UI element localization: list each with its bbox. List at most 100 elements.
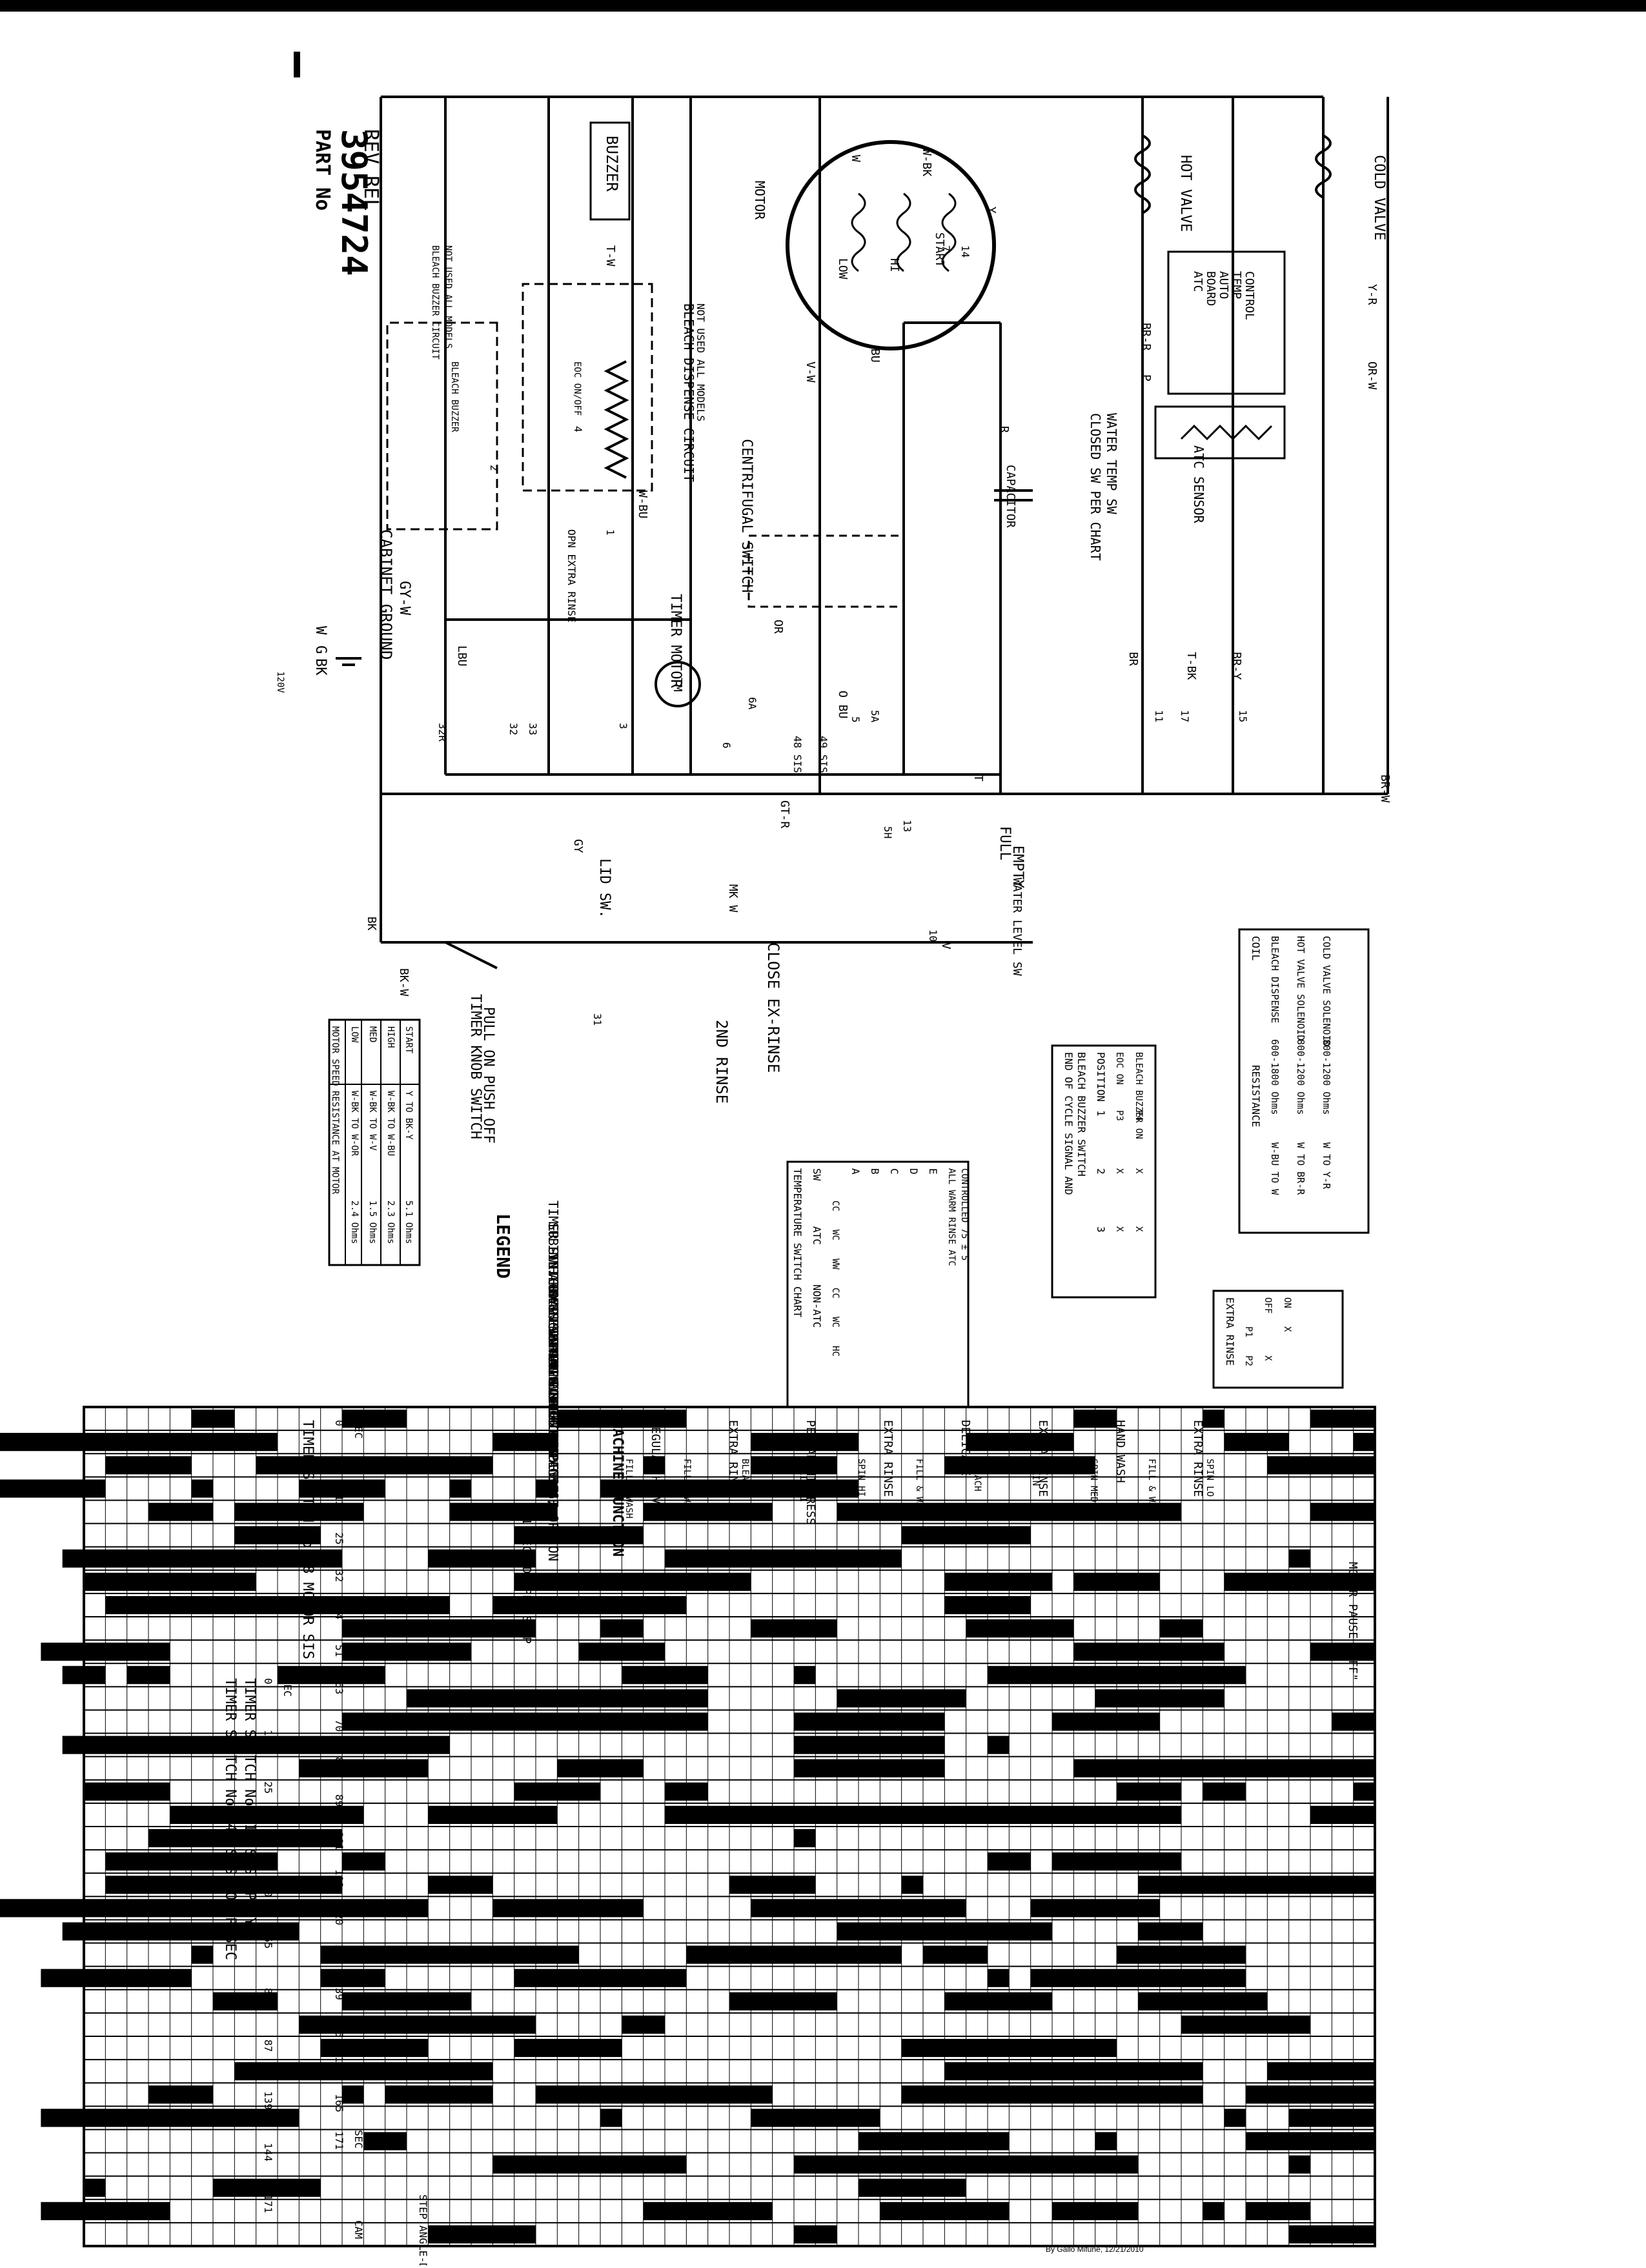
cold-valve-label: COLD VALVE: [1371, 155, 1387, 240]
cam-on-segment: [83, 1782, 170, 1801]
cam-on-segment: [686, 1572, 751, 1591]
cam-on-segment: [987, 1969, 1010, 1987]
timer48-tick: 32: [333, 1570, 345, 1582]
cam-on-segment: [1052, 2202, 1139, 2220]
timer-motor-label: TIMER MOTOR: [667, 594, 684, 688]
switch-number-5A: 5A: [869, 710, 881, 723]
wire-br-y: BR-Y: [1230, 652, 1243, 680]
cam-on-segment: [493, 1595, 622, 1615]
wire-t: T: [971, 775, 985, 782]
cam-on-segment: [901, 1876, 923, 1894]
timer-knob-switch-label: PULL ON PUSH OFF: [480, 1007, 496, 1144]
cam-on-segment: [944, 1899, 966, 1918]
legend-item: HARNESS WIRING: [545, 1266, 561, 1375]
cam-on-segment: [578, 1572, 687, 1591]
cam-on-segment: [901, 1526, 945, 1544]
temp-chart-subheader: CC: [830, 1200, 840, 1211]
rev-rel: REV REL: [360, 129, 382, 210]
cam-on-segment: [320, 1595, 450, 1615]
cam-on-segment: [944, 1992, 1052, 2010]
cam-on-segment: [170, 1829, 278, 1848]
centrifugal-switch-box: [747, 534, 905, 608]
wire-bk-w: BK-W: [397, 968, 411, 997]
cam-on-segment: [557, 1759, 644, 1777]
cam-on-segment: [1052, 1852, 1181, 1871]
cam-on-segment: [148, 1736, 213, 1754]
cycle-label: EXTRA RINSE: [881, 1420, 895, 1497]
extra-rinse-cell: OFF: [1263, 1297, 1273, 1313]
cam-on-segment: [922, 2155, 1010, 2174]
legend-title: LEGEND: [493, 1213, 514, 1279]
empty-label: EMPTY: [1010, 845, 1026, 888]
motor-res-speed: HIGH: [385, 1026, 396, 1048]
wire-br-w: BR-W: [1378, 775, 1392, 803]
switch-number-33: 33: [527, 723, 539, 735]
credit-note: By Gallo Mifune, 12/21/2010: [1046, 2245, 1144, 2254]
cam-on-segment: [1288, 2225, 1375, 2244]
bleach-dispense-dashed-box: [522, 283, 653, 492]
temp-chart-header: SW: [811, 1168, 823, 1181]
switch-number-5H: 5H: [882, 826, 894, 838]
cam-on-segment: [1117, 1945, 1246, 1964]
step-angle-label: STEP ANGLE-DEGREES: [417, 2194, 429, 2265]
wire-y-r: Y-R: [1365, 284, 1379, 305]
cam-on-segment: [342, 1712, 364, 1731]
cam-on-segment: [1138, 2062, 1203, 2081]
cam-on-segment: [320, 1899, 385, 1918]
motor-res-ohms: 1.5 Ohms: [367, 1200, 378, 1244]
cam-on-segment: [514, 1782, 600, 1801]
motor-res-wire: W-BK TO W-BU: [385, 1091, 396, 1156]
open-extra-rinse-label: OPN EXTRA RINSE: [565, 529, 578, 623]
cam-on-segment: [815, 1456, 837, 1475]
cam-on-segment: [256, 1456, 300, 1475]
cam-on-segment: [1267, 2015, 1310, 2034]
cam-on-segment: [1267, 2085, 1375, 2104]
timer49-tick: 139: [262, 2091, 274, 2110]
cam-on-segment: [1073, 1410, 1117, 1428]
coil-cell: 800-1200 Ohms: [1295, 1039, 1306, 1115]
motor-circle: [786, 140, 996, 350]
legend-item: SUB-INTERVAL SWITCH: [545, 1222, 561, 1370]
cam-on-segment: [342, 1410, 407, 1428]
cam-on-segment: [536, 1479, 558, 1498]
cam-on-segment: [1246, 2132, 1375, 2151]
cam-on-segment: [794, 1666, 816, 1685]
cam-on-segment: [880, 1922, 923, 1941]
cam-on-segment: [1138, 1666, 1181, 1685]
wire-or-w: OR-W: [1365, 361, 1379, 390]
cam-on-segment: [858, 1945, 902, 1964]
cam-on-segment: [493, 1433, 558, 1452]
atc-board-box: [1167, 250, 1286, 395]
extra-rinse-cell: ON: [1282, 1297, 1292, 1308]
switch-number-10: 10: [927, 929, 939, 942]
cam-on-segment: [1073, 1643, 1117, 1661]
eoc-table-frame: [1051, 1044, 1157, 1299]
cam-on-segment: [514, 1526, 644, 1544]
timer49-tick: 0: [262, 1678, 274, 1685]
cold-valve-coil: [1315, 134, 1332, 199]
cam-on-segment: [234, 2062, 300, 2081]
switch-number-6A: 6A: [746, 697, 758, 710]
cam-on-segment: [1095, 1689, 1203, 1708]
cam-on-segment: [944, 1526, 988, 1544]
cam-on-segment: [1030, 1899, 1160, 1918]
cam-on-segment: [363, 2132, 407, 2151]
motor-res-wire: W-BK TO W-OR: [349, 1091, 360, 1157]
legend-item: INT. COMP CONNECTION: [545, 1244, 561, 1400]
motor-res-ohms: 2.4 Ohms: [349, 1200, 360, 1244]
cam-on-segment: [794, 1736, 923, 1754]
cam-on-segment: [41, 1643, 170, 1661]
timer49-tick: 144: [262, 2143, 274, 2162]
coil-cell: HOT VALVE SOLENOID: [1295, 936, 1306, 1041]
coil-cell: W TO Y-R: [1321, 1142, 1332, 1190]
cam-on-segment: [1073, 1572, 1160, 1591]
full-label: FULL: [997, 826, 1013, 860]
cam-on-segment: [1159, 1619, 1203, 1638]
cam-on-segment: [299, 2015, 407, 2034]
temp-chart-row: E: [927, 1168, 939, 1175]
cam-on-segment: [815, 1805, 902, 1825]
cam-on-segment: [363, 1736, 450, 1754]
eoc-cell: X: [1133, 1226, 1144, 1232]
cam-on-segment: [213, 1549, 342, 1568]
